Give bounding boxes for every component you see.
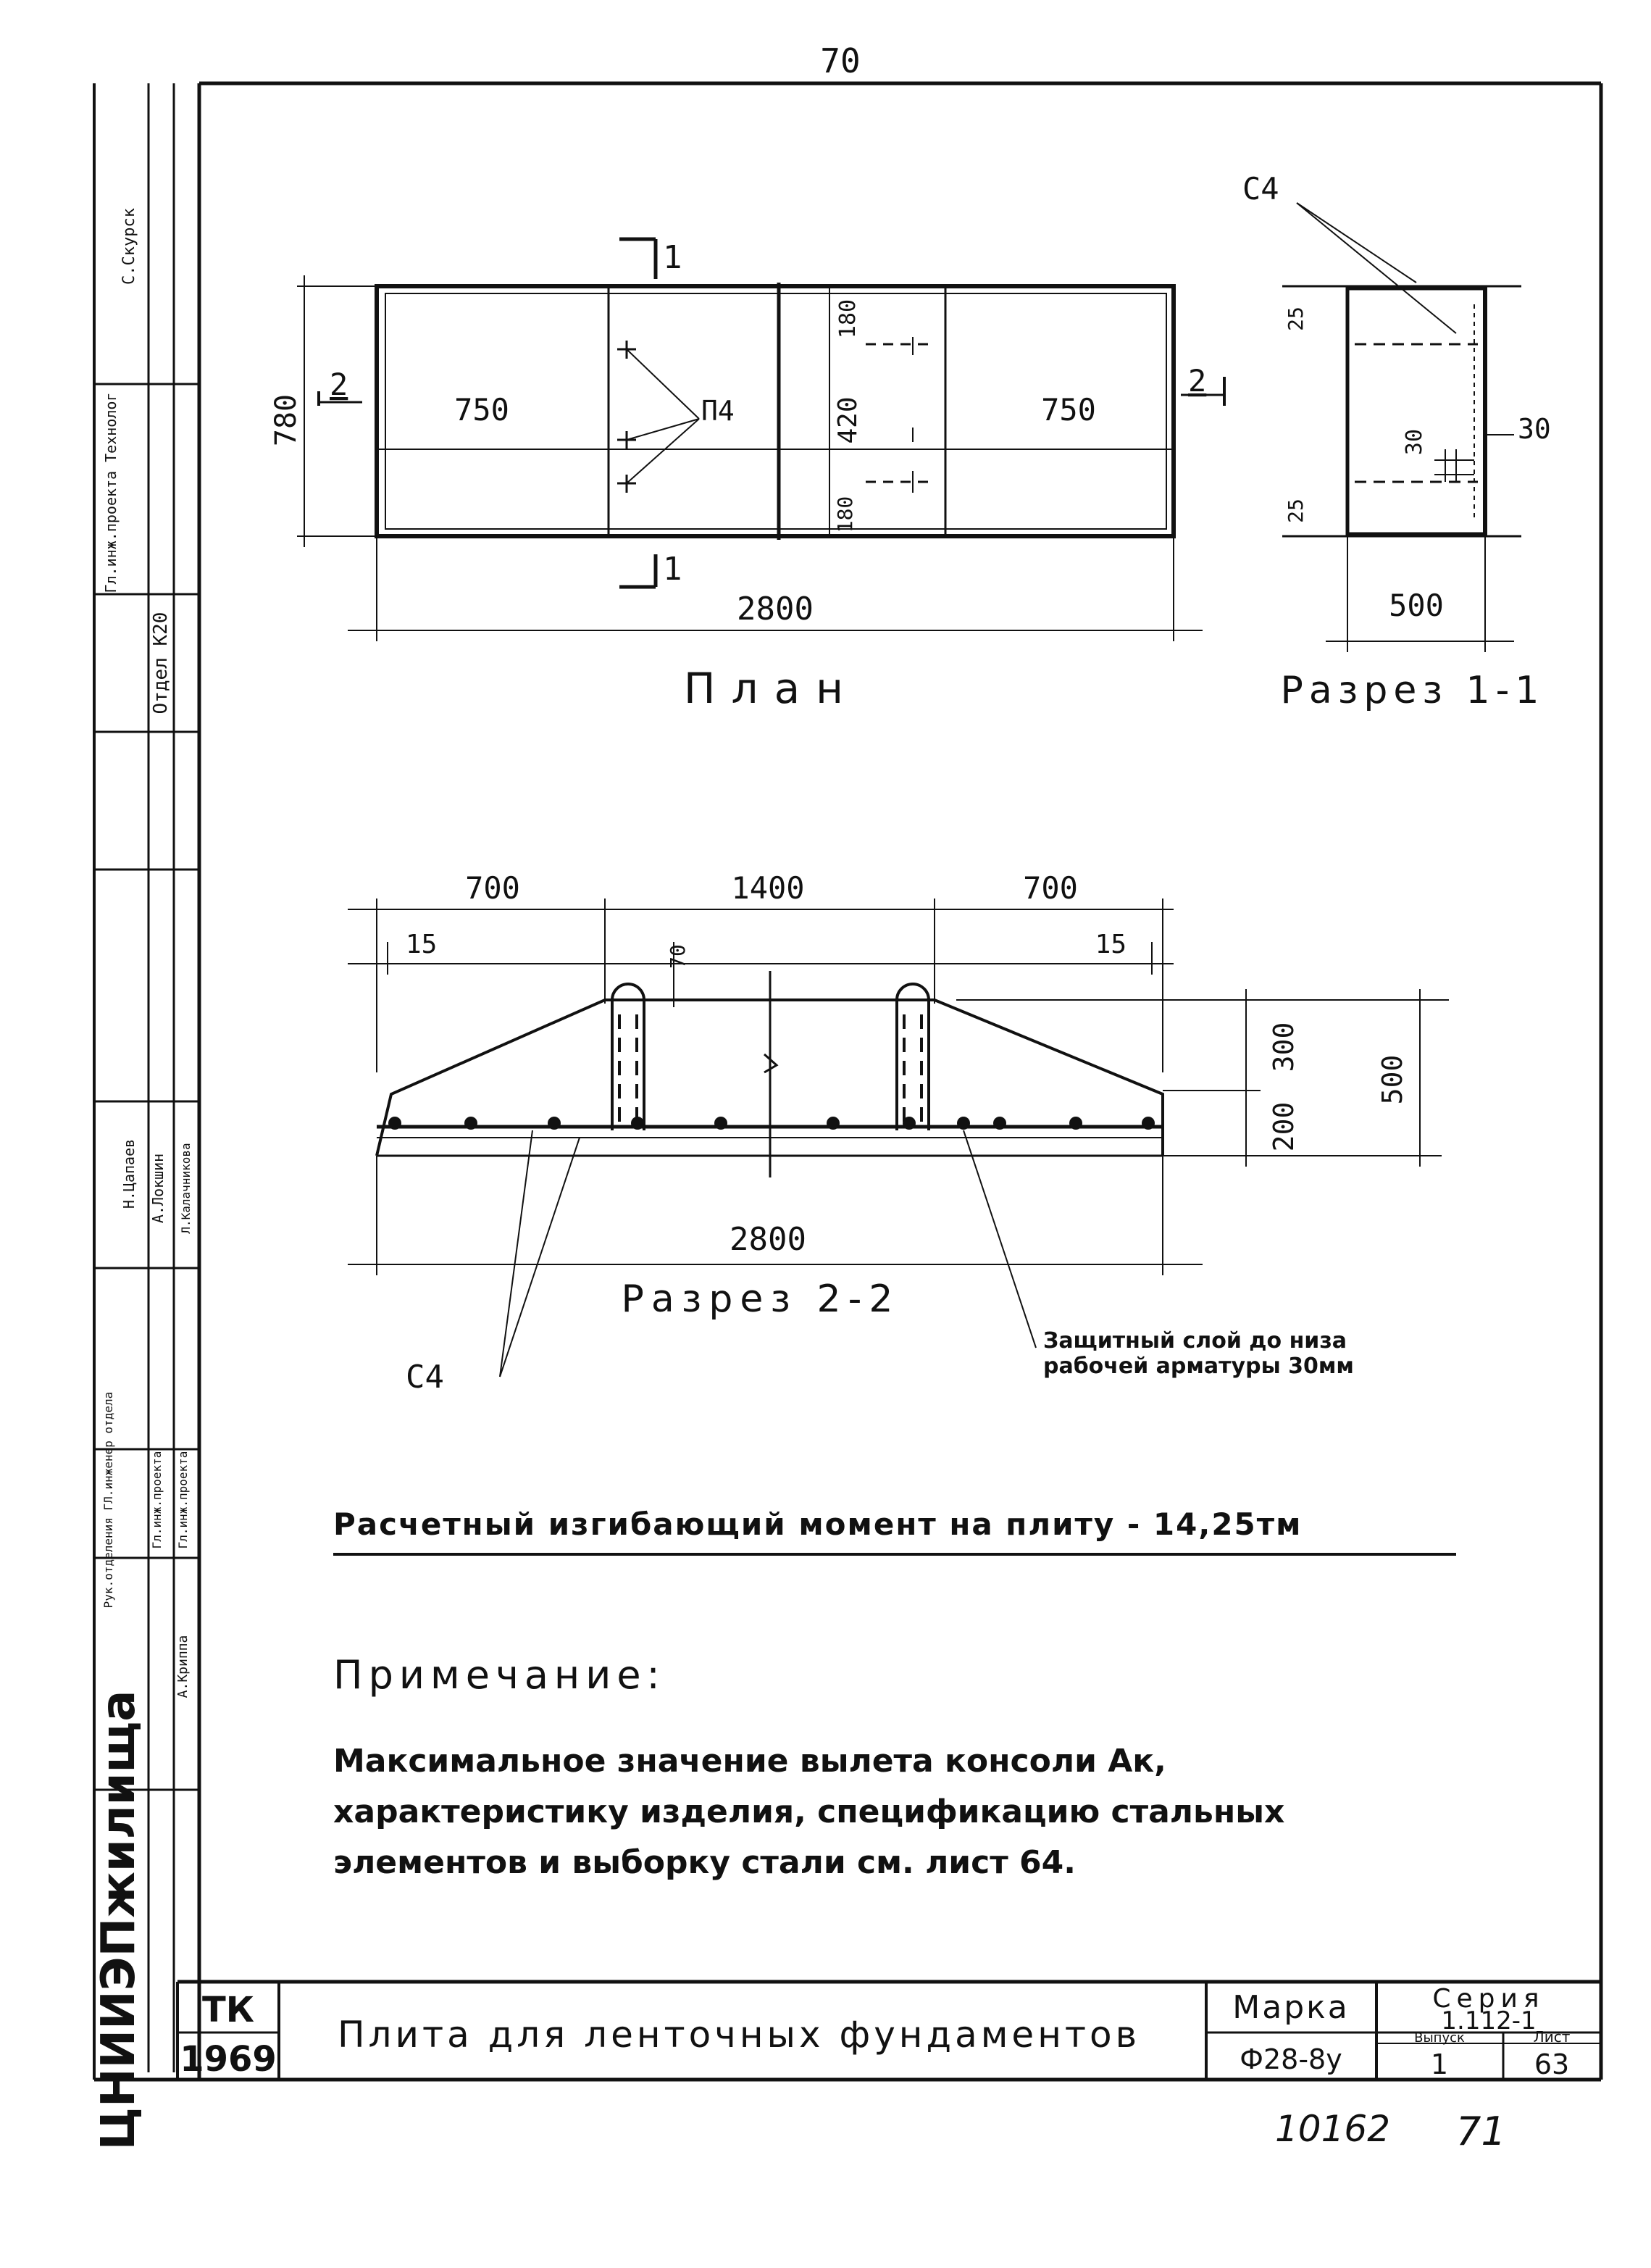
plan-view: П4 780 2 2 1 1 750 750 420 180 180 [269,237,1226,713]
plan-dim-mid-bottom: 180 [833,496,857,533]
section-1-1-dim-width: 500 [1389,588,1444,623]
section-2-2-dim-right: 700 [1023,870,1078,906]
section-1-1-view: 30 30 25 25 С4 500 Разрез 1-1 [1242,171,1551,712]
stamp-cell-2: Гл.инж.проекта Технолог [102,393,120,593]
plan-section-2-left: 2 [330,367,348,402]
stamp-cell-3: Отдел К20 [150,612,172,714]
section-2-2-title: Разрез 2-2 [622,1277,900,1321]
title-block-issue-value: 1 [1431,2048,1448,2080]
title-block: ТК 1969 Плита для ленточных фундаментов … [176,1980,1601,2080]
title-block-marka-value: Ф28-8у [1240,2043,1342,2075]
plan-label-p4: П4 [701,395,735,427]
plan-dim-mid-top: 180 [835,299,861,338]
stamp-cell-5: А.Локшин [149,1154,167,1223]
plan-dim-left: 750 [454,392,509,428]
title-block-code: ТК [202,1990,254,2030]
section-1-1-dim-30-right: 30 [1518,413,1551,445]
stamp-cell-10: А.Криппа [175,1635,191,1698]
left-stamp-strip: С.Скурск Гл.инж.проекта Технолог Отдел К… [92,208,199,2150]
plan-section-1-top: 1 [663,239,682,276]
plan-dim-length: 2800 [737,591,814,628]
note-heading: Примечание: [333,1652,666,1698]
section-1-1-dim-bottom: 25 [1284,499,1308,523]
note-line-3: элементов и выборку стали см. лист 64. [333,1844,1076,1881]
sheet-frame [93,81,1603,2082]
stamp-cell-6: Л.Калачникова [179,1143,193,1233]
note-block: Примечание: Максимальное значение вылета… [333,1652,1284,1881]
note-line-2: характеристику изделия, спецификацию ста… [333,1793,1284,1830]
plan-dim-mid: 420 [833,396,863,443]
plan-dim-width: 780 [269,394,303,446]
stamp-cell-9: Гл.инж.проекта [176,1451,190,1549]
section-1-1-label-c4: С4 [1242,171,1279,207]
title-block-title: Плита для ленточных фундаментов [338,2014,1140,2056]
stamp-cell-4: Н.Цапаев [120,1139,138,1209]
section-2-2-dim-200: 200 [1268,1102,1300,1152]
rebar-dots [388,1117,1155,1130]
stamp-cell-7: Рук.отделения ГЛ.инженер отдела [101,1392,115,1609]
section-2-2-dim-300: 300 [1268,1022,1300,1072]
section-1-1-dim-top: 25 [1284,307,1308,331]
plan-dim-right: 750 [1041,392,1096,428]
moment-text: Расчетный изгибающий момент на плиту - 1… [333,1506,1302,1542]
section-2-2-dim-edge-right: 15 [1095,930,1127,959]
title-block-year: 1969 [180,2039,277,2080]
section-1-1-dim-30-inner: 30 [1402,429,1427,455]
plan-title: План [684,664,859,713]
bottom-number-left: 10162 [1275,2108,1390,2150]
stamp-cell-8: Гл.инж.проекта [150,1451,164,1549]
note-line-1: Максимальное значение вылета консоли Ак, [333,1743,1166,1780]
plan-section-1-bottom: 1 [663,551,682,588]
section-2-2-dim-left: 700 [465,870,520,906]
section-2-2-view: 700 1400 700 15 15 70 [348,870,1449,1396]
stamp-cell-1: С.Скурск [120,208,138,285]
section-2-2-dim-loop: 70 [666,944,690,969]
section-2-2-dim-500: 500 [1376,1055,1408,1105]
section-2-2-note-line1: Защитный слой до низа [1043,1328,1347,1354]
section-2-2-dim-length: 2800 [730,1221,806,1258]
organization-name: ЦНИИЭПжилища [92,1690,146,2151]
top-page-number: 70 [820,41,860,80]
section-2-2-dim-mid: 1400 [731,870,804,906]
section-2-2-dim-edge-left: 15 [406,930,437,959]
section-2-2-label-c4: С4 [406,1359,444,1396]
section-2-2-note-line2: рабочей арматуры 30мм [1043,1354,1354,1379]
title-block-series-value: 1.112-1 [1441,2006,1536,2035]
title-block-sheet-value: 63 [1534,2048,1569,2080]
title-block-issue-label: Выпуск [1414,2030,1465,2046]
title-block-series-label: Серия [1432,1984,1545,2014]
plan-section-2-right: 2 [1188,363,1206,399]
title-block-sheet-label: Лист [1534,2028,1571,2046]
title-block-marka-label: Марка [1232,1989,1349,2026]
section-1-1-title: Разрез 1-1 [1281,669,1545,712]
bottom-number-right: 71 [1456,2109,1506,2154]
